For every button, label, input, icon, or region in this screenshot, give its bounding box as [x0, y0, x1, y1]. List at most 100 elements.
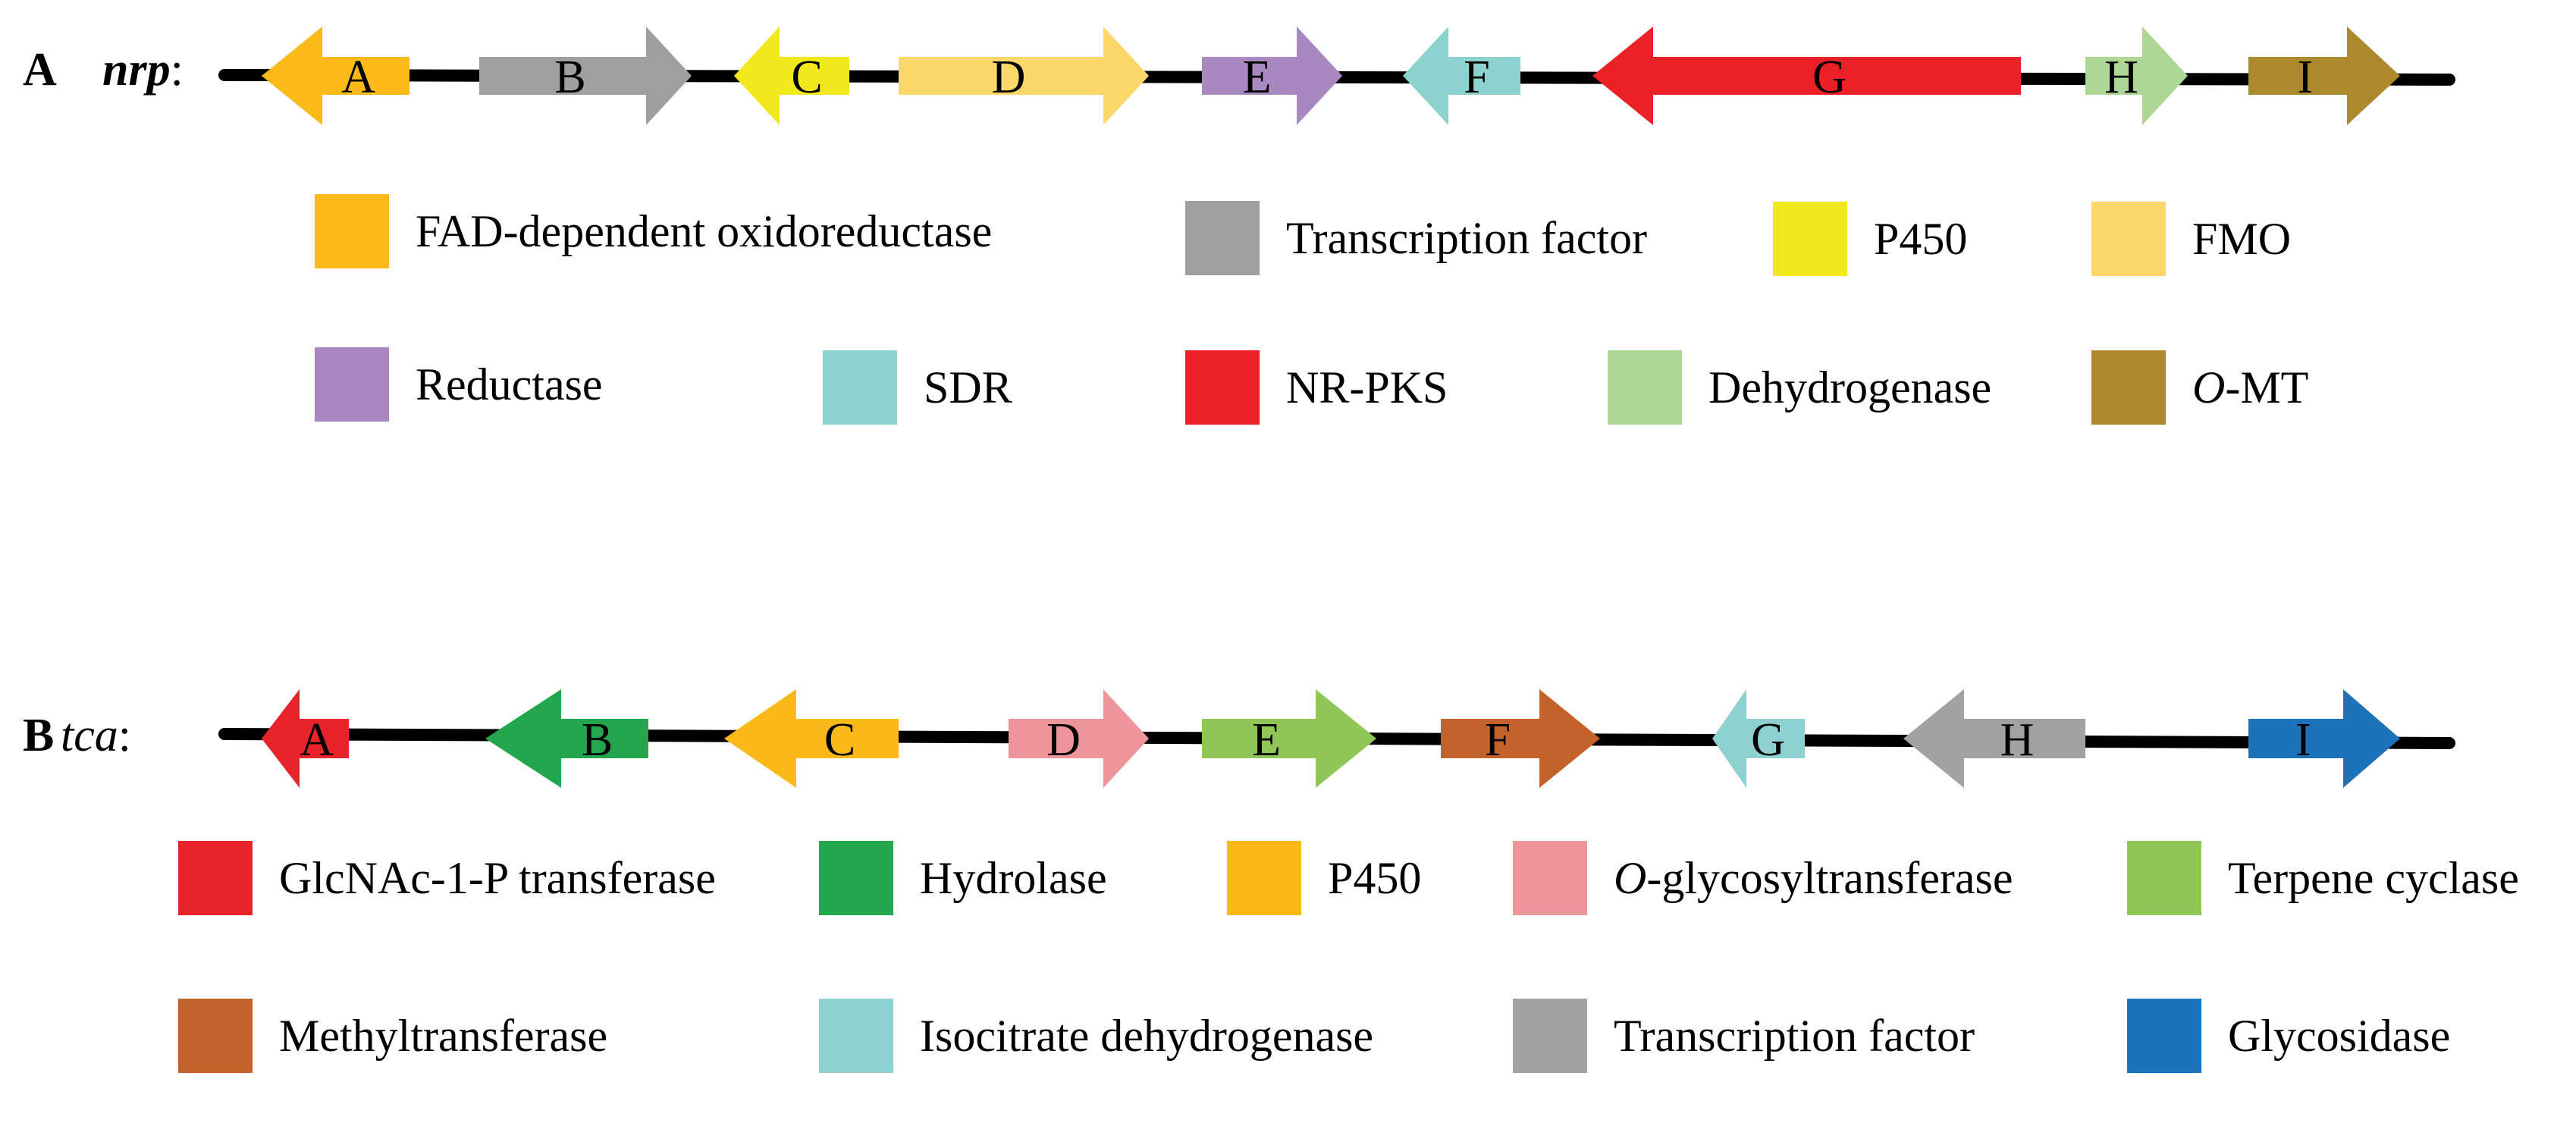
legend-label-prefix: O: [1614, 853, 1646, 903]
legend-item: O-MT: [2091, 350, 2308, 425]
gene-f: F: [1403, 27, 1520, 125]
gene-label: F: [1485, 714, 1511, 766]
legend-item: Transcription factor: [1185, 201, 1647, 275]
legend-label: NR-PKS: [1286, 362, 1448, 412]
legend-swatch: [1608, 350, 1682, 425]
gene-arrow: [479, 27, 692, 125]
legend-item: Isocitrate dehydrogenase: [819, 999, 1373, 1073]
legend-label: O-glycosyltransferase: [1614, 853, 2013, 903]
gene-label: B: [582, 714, 613, 766]
legend-label: Glycosidase: [2228, 1011, 2450, 1061]
legend-label-text: Isocitrate dehydrogenase: [920, 1011, 1373, 1061]
legend-label-text: NR-PKS: [1286, 362, 1448, 412]
gene-label: F: [1464, 52, 1489, 103]
gene-a: A: [262, 689, 349, 788]
legend-item: Glycosidase: [2127, 999, 2450, 1073]
gene-arrow: [262, 27, 409, 125]
legend-swatch: [1513, 841, 1587, 915]
legend-label-text: Methyltransferase: [279, 1011, 607, 1061]
legend-label: Isocitrate dehydrogenase: [920, 1011, 1373, 1061]
legend-label: O-MT: [2192, 362, 2308, 412]
gene-arrow: [485, 689, 648, 788]
legend-label-text: Hydrolase: [920, 853, 1107, 903]
legend-label: Methyltransferase: [279, 1011, 607, 1061]
gene-arrow: [899, 27, 1149, 125]
gene-c: C: [724, 689, 899, 788]
panel-b-genes: A B C D E F G H I: [262, 689, 2400, 788]
legend-label-text: Transcription factor: [1614, 1011, 1975, 1061]
legend-item: GlcNAc-1-P transferase: [178, 841, 716, 915]
gene-arrow: [262, 689, 349, 788]
panel-b-legend: GlcNAc-1-P transferase Hydrolase P450 O-gly…: [178, 841, 2519, 1073]
legend-label-text: Transcription factor: [1286, 213, 1647, 263]
legend-swatch: [178, 841, 253, 915]
gene-b: B: [485, 689, 648, 788]
legend-swatch: [819, 841, 893, 915]
gene-arrow: [1592, 27, 2021, 125]
gene-d: D: [899, 27, 1149, 125]
gene-arrow: [1903, 689, 2085, 788]
gene-f: F: [1441, 689, 1600, 788]
legend-label-text: P450: [1328, 853, 1421, 903]
legend-item: P450: [1773, 202, 1967, 276]
legend-swatch: [178, 999, 253, 1073]
panel-a-cluster-name: nrp:: [102, 44, 184, 96]
legend-item: Dehydrogenase: [1608, 350, 1991, 425]
gene-arrow: [734, 27, 849, 125]
gene-label: G: [1812, 52, 1846, 103]
panel-a-letter: A: [23, 44, 57, 96]
legend-item: Terpene cyclase: [2127, 841, 2519, 915]
legend-label-text: GlcNAc-1-P transferase: [279, 853, 716, 903]
gene-h: H: [2085, 27, 2188, 125]
gene-label: A: [300, 714, 334, 766]
legend-swatch: [1773, 202, 1847, 276]
gene-arrow: [2248, 689, 2400, 788]
legend-item: FMO: [2091, 202, 2291, 276]
panel-a-cluster-id: nrp: [102, 44, 171, 96]
gene-arrow: [2248, 27, 2400, 125]
legend-swatch: [1185, 201, 1260, 275]
gene-label: G: [1751, 714, 1785, 766]
gene-e: E: [1202, 689, 1376, 788]
legend-label: P450: [1874, 214, 1967, 264]
legend-label: Terpene cyclase: [2228, 853, 2519, 903]
legend-item: FAD-dependent oxidoreductase: [315, 194, 992, 268]
legend-label-text: -MT: [2225, 362, 2308, 412]
legend-label: Transcription factor: [1286, 213, 1647, 263]
gene-label: D: [1046, 714, 1081, 766]
panel-b-letter: B: [23, 710, 54, 761]
gene-arrow: [1712, 689, 1805, 788]
gene-g: G: [1712, 689, 1805, 788]
gene-arrow: [724, 689, 899, 788]
gene-arrow: [1009, 689, 1149, 788]
legend-label-text: Reductase: [416, 359, 603, 409]
gene-h: H: [1903, 689, 2085, 788]
legend-label-text: SDR: [924, 362, 1012, 412]
legend-label: Transcription factor: [1614, 1011, 1975, 1061]
legend-item: O-glycosyltransferase: [1513, 841, 2013, 915]
gene-i: I: [2248, 689, 2400, 788]
gene-label: E: [1243, 52, 1272, 103]
legend-label: FAD-dependent oxidoreductase: [416, 206, 992, 256]
legend-label-text: FAD-dependent oxidoreductase: [416, 206, 992, 256]
gene-i: I: [2248, 27, 2400, 125]
legend-label-text: Terpene cyclase: [2228, 853, 2519, 903]
legend-swatch: [2091, 202, 2166, 276]
legend-label: Hydrolase: [920, 853, 1107, 903]
gene-arrow: [2085, 27, 2188, 125]
gene-label: H: [2000, 714, 2035, 766]
legend-swatch: [2091, 350, 2166, 425]
gene-arrow: [1441, 689, 1600, 788]
legend-label-text: Glycosidase: [2228, 1011, 2450, 1061]
gene-arrow: [1403, 27, 1520, 125]
legend-item: Hydrolase: [819, 841, 1107, 915]
legend-item: NR-PKS: [1185, 350, 1448, 425]
legend-label-text: FMO: [2192, 214, 2291, 264]
legend-swatch: [823, 350, 897, 425]
legend-label-prefix: O: [2192, 362, 2225, 412]
gene-d: D: [1009, 689, 1149, 788]
